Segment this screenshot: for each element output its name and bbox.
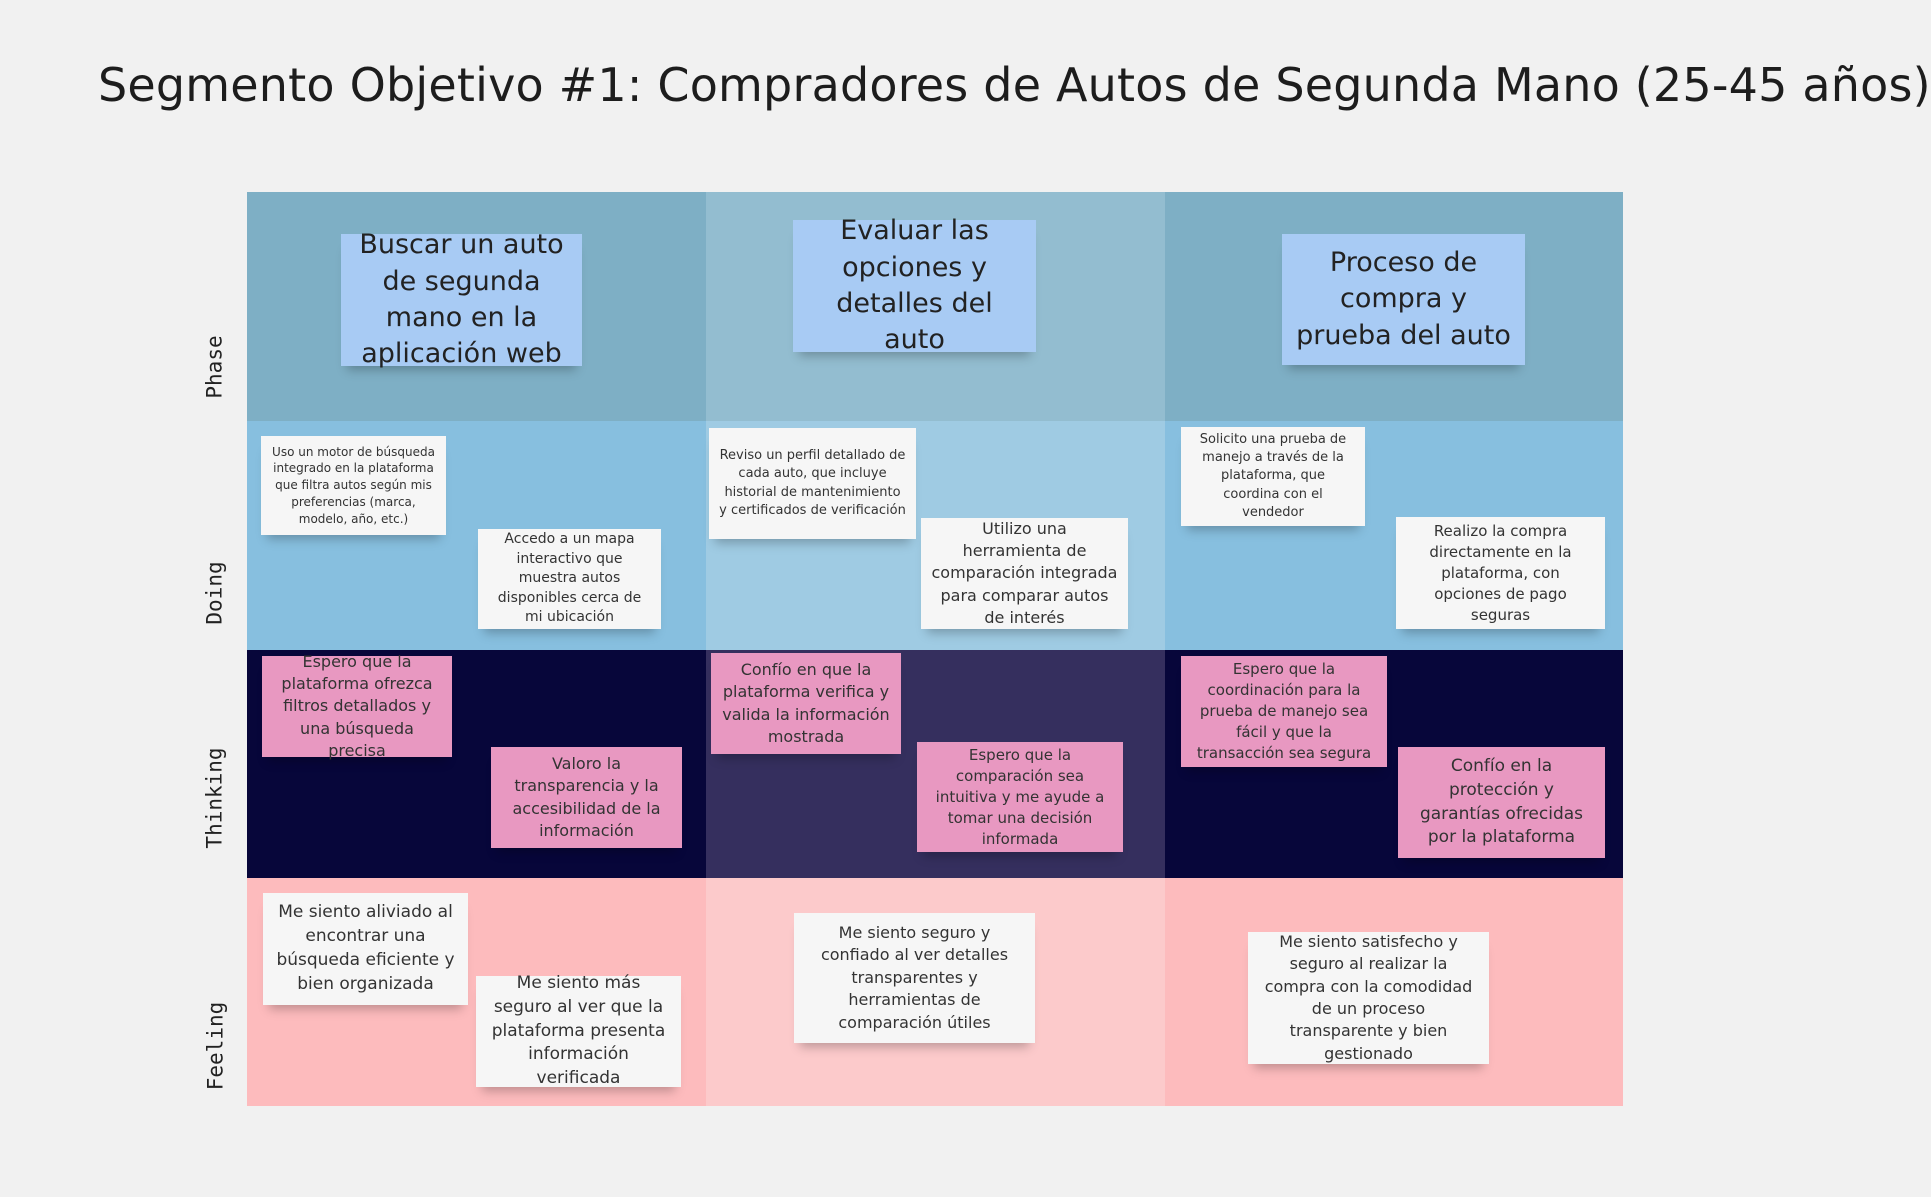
sticky-note-phase[interactable]: Buscar un auto de segunda mano en la apl… [341, 229, 582, 369]
row-label-doing-text: Doing [203, 561, 227, 625]
row-label-phase: Phase [195, 192, 235, 421]
sticky-note-phase[interactable]: Evaluar las opciones y detalles del auto [793, 215, 1036, 355]
row-label-feeling-text: Feeling [203, 1001, 228, 1091]
sticky-note-doing[interactable]: Realizo la compra directamente en la pla… [1396, 517, 1605, 629]
row-label-thinking: Thinking [195, 650, 235, 878]
sticky-note-feeling[interactable]: Me siento aliviado al encontrar una búsq… [263, 893, 468, 1005]
sticky-note-doing[interactable]: Reviso un perfil detallado de cada auto,… [709, 428, 916, 539]
sticky-note-thinking[interactable]: Confío en que la plataforma verifica y v… [711, 653, 901, 754]
row-label-doing: Doing [195, 421, 235, 650]
sticky-note-feeling[interactable]: Me siento seguro y confiado al ver detal… [794, 913, 1035, 1043]
sticky-note-doing[interactable]: Utilizo una herramienta de comparación i… [921, 518, 1128, 629]
sticky-note-thinking[interactable]: Espero que la coordinación para la prueb… [1181, 656, 1387, 767]
sticky-note-thinking[interactable]: Confío en la protección y garantías ofre… [1398, 747, 1605, 858]
sticky-note-phase[interactable]: Proceso de compra y prueba del auto [1282, 234, 1525, 365]
sticky-note-feeling[interactable]: Me siento más seguro al ver que la plata… [476, 973, 681, 1088]
sticky-note-feeling[interactable]: Me siento satisfecho y seguro al realiza… [1248, 932, 1489, 1064]
sticky-note-thinking[interactable]: Valoro la transparencia y la accesibilid… [491, 747, 682, 848]
sticky-note-thinking[interactable]: Espero que la comparación sea intuitiva … [917, 742, 1123, 852]
sticky-note-doing[interactable]: Solicito una prueba de manejo a través d… [1181, 427, 1365, 526]
row-label-thinking-text: Thinking [203, 747, 227, 849]
sticky-note-doing[interactable]: Accedo a un mapa interactivo que muestra… [478, 529, 661, 629]
sticky-note-doing[interactable]: Uso un motor de búsqueda integrado en la… [261, 436, 446, 535]
row-label-feeling: Feeling [195, 878, 235, 1106]
row-label-phase-text: Phase [203, 335, 227, 399]
board-title: Segmento Objetivo #1: Compradores de Aut… [98, 58, 1931, 112]
sticky-note-thinking[interactable]: Espero que la plataforma ofrezca filtros… [262, 652, 452, 760]
